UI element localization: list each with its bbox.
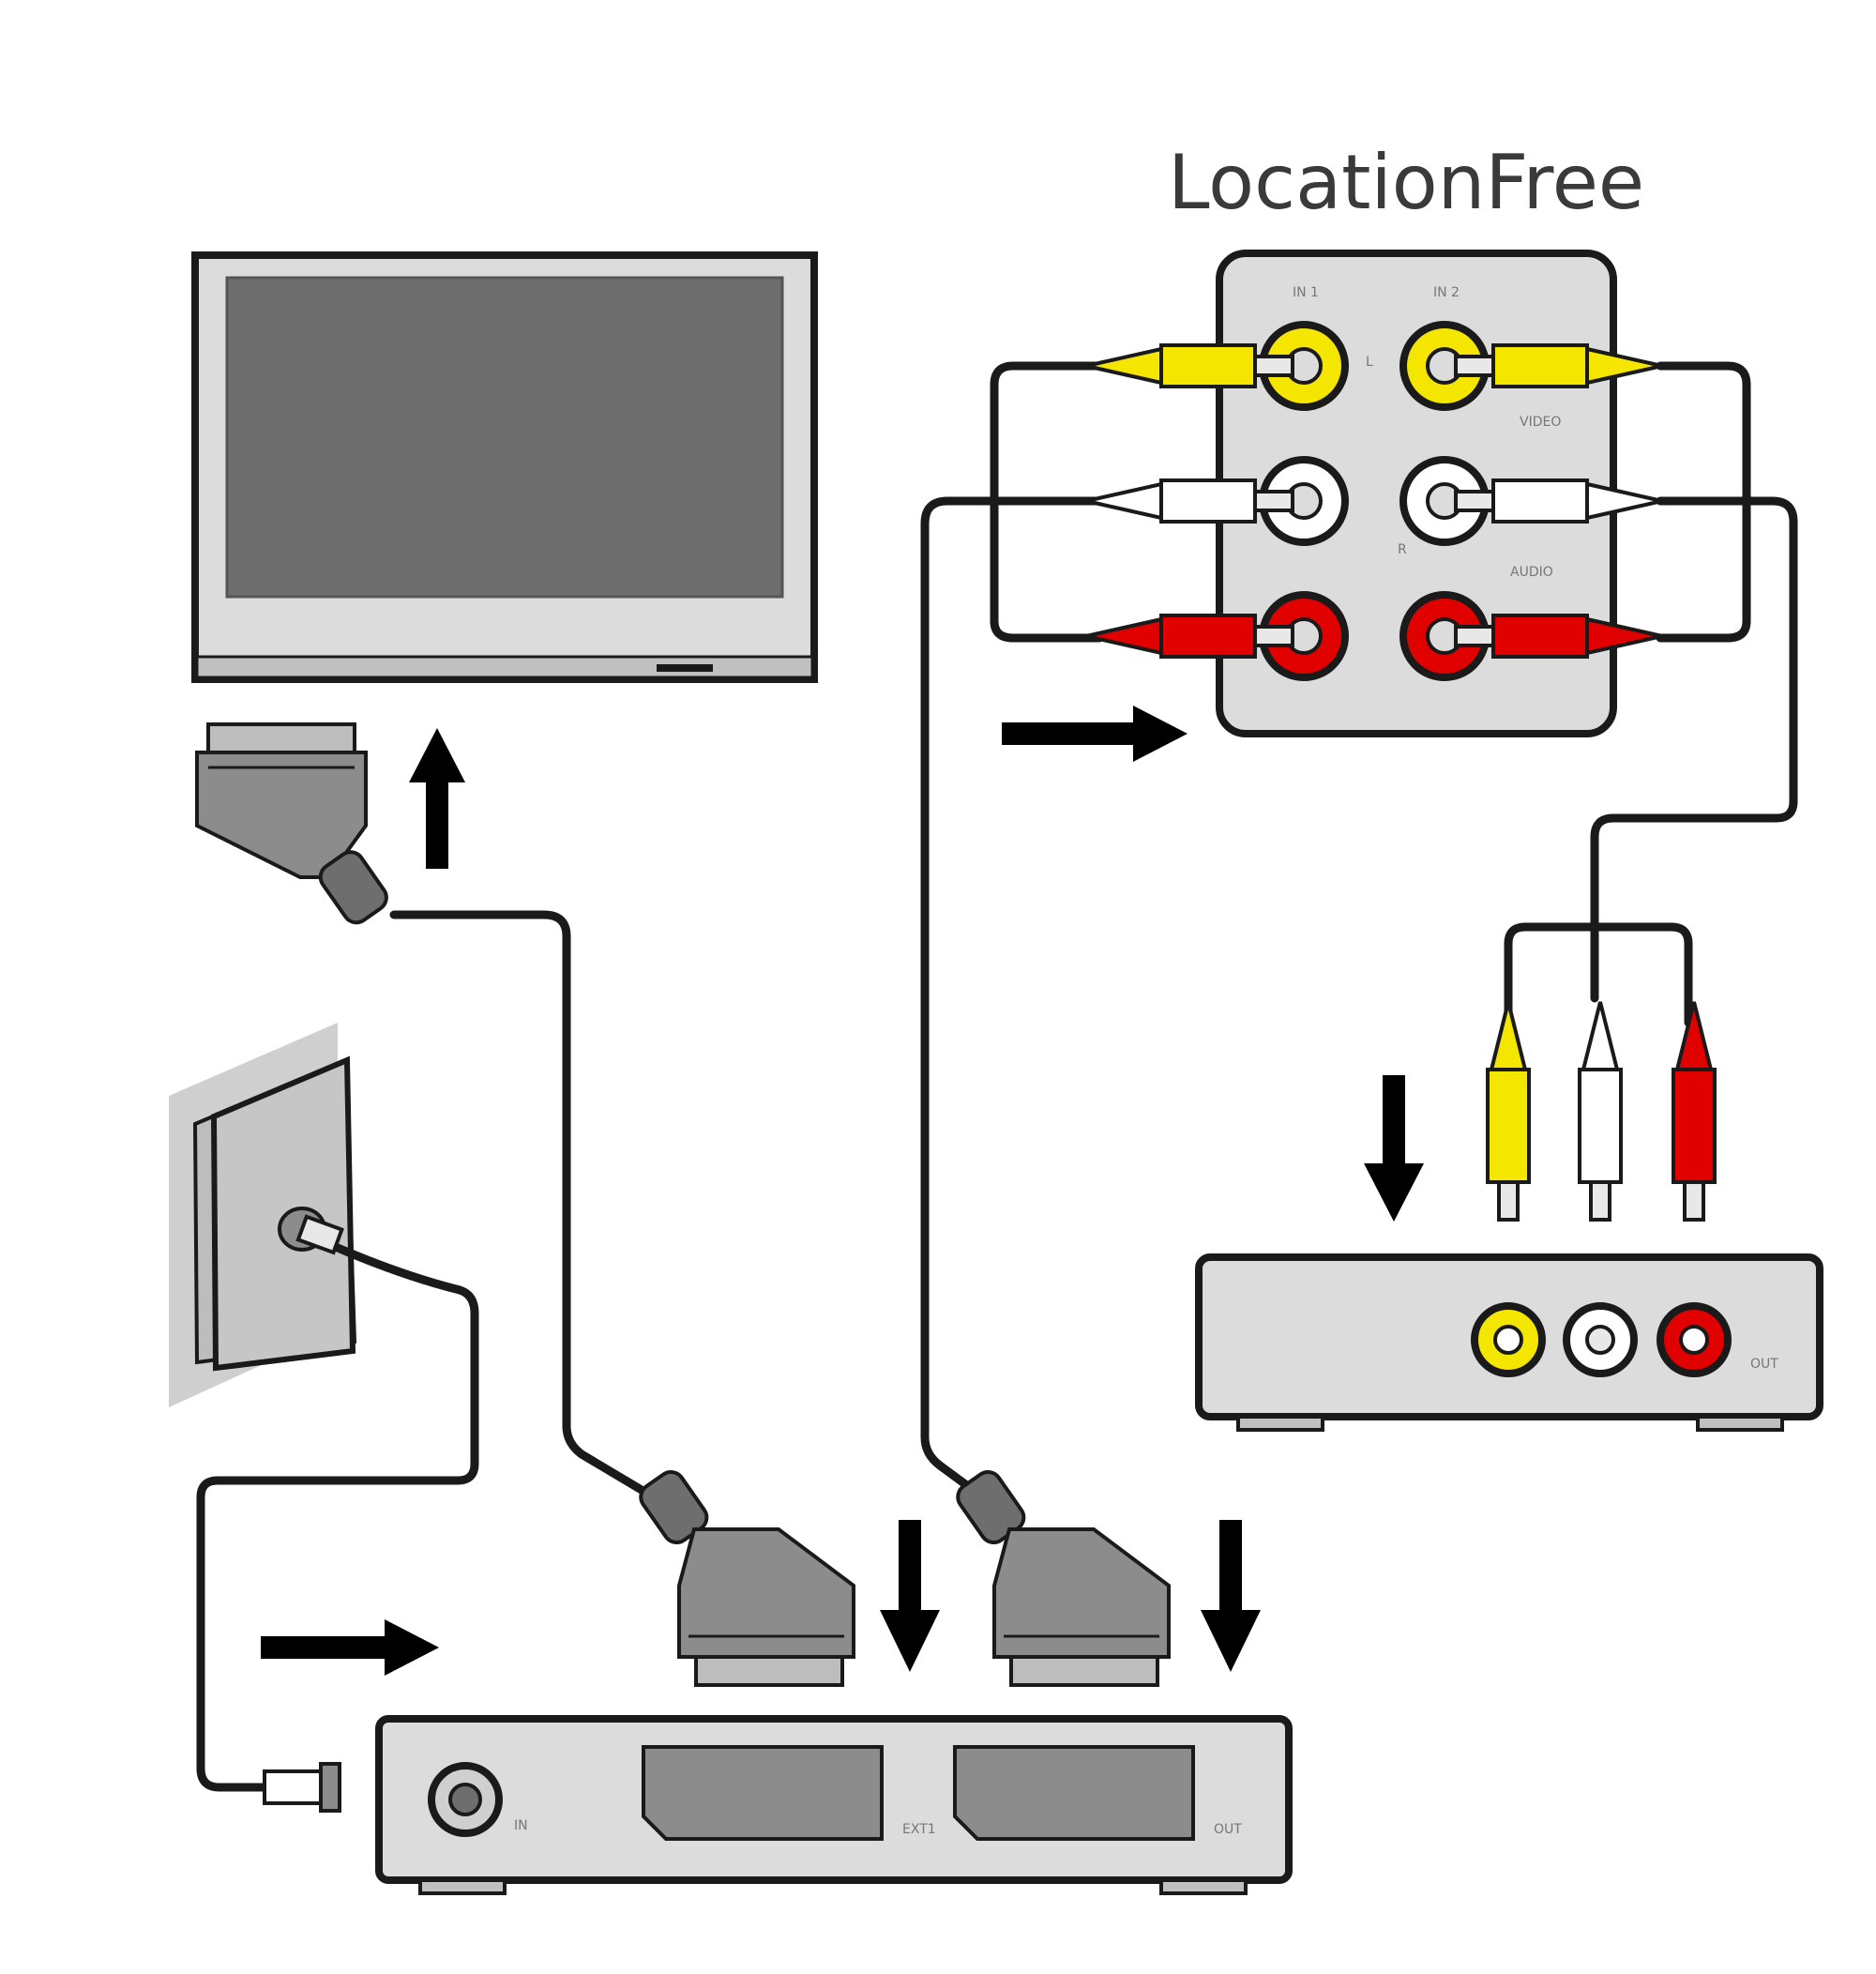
scart-cable-tv (389, 910, 665, 1506)
in1-label: IN 1 (1293, 285, 1319, 300)
tv-screen (225, 276, 784, 599)
av-out-label: OUT (1750, 1357, 1778, 1372)
in2-label: IN 2 (1433, 285, 1460, 300)
av-cable-split (1504, 922, 1693, 1027)
rca-plug-yellow-vertical (1486, 1001, 1531, 1222)
scart2-label: OUT (1214, 1822, 1242, 1837)
antenna-plug-receiver (263, 1762, 341, 1813)
arrow-down-icon (1201, 1520, 1261, 1672)
rca-plug-white (1454, 478, 1663, 524)
arrow-up-icon (409, 728, 465, 869)
video-label: VIDEO (1520, 415, 1561, 430)
arrow-right-icon (1002, 706, 1188, 762)
antenna-in-label: IN (514, 1818, 528, 1833)
arrow-down-icon (880, 1520, 940, 1672)
r-label: R (1398, 542, 1407, 557)
video-cable-left (990, 361, 1104, 643)
antenna-cable (196, 1243, 479, 1792)
television (191, 251, 818, 683)
wall-antenna-socket (169, 1023, 357, 1407)
rca-plug-red (1085, 614, 1294, 659)
scart-socket-2[interactable] (953, 1745, 1195, 1841)
audio-label: AUDIO (1510, 565, 1553, 580)
diagram-title: LocationFree (1168, 139, 1644, 226)
rca-plug-white-vertical (1578, 1001, 1623, 1222)
rca-plug-red-vertical (1672, 1001, 1717, 1222)
scart-cable-locationfree (920, 496, 1104, 1496)
rca-plug-yellow (1085, 343, 1294, 388)
rca-plug-white (1085, 478, 1294, 524)
rca-plug-red (1454, 614, 1663, 659)
arrow-down-icon (1364, 1075, 1424, 1222)
av-cable (1590, 496, 1798, 1003)
rca-plug-yellow (1454, 343, 1663, 388)
antenna-plug (278, 1207, 344, 1255)
scart-socket-1[interactable] (642, 1745, 884, 1841)
av-source-device: OUT (1195, 1253, 1823, 1432)
scart-plug-receiver-2 (956, 1469, 1171, 1687)
scart-plug-tv (195, 722, 388, 925)
receiver-box: IN EXT1 OUT (375, 1715, 1293, 1895)
l-label: L (1366, 355, 1373, 370)
scart-plug-receiver-1 (639, 1469, 855, 1687)
arrow-right-icon (261, 1619, 439, 1676)
scart1-label: EXT1 (902, 1822, 936, 1837)
